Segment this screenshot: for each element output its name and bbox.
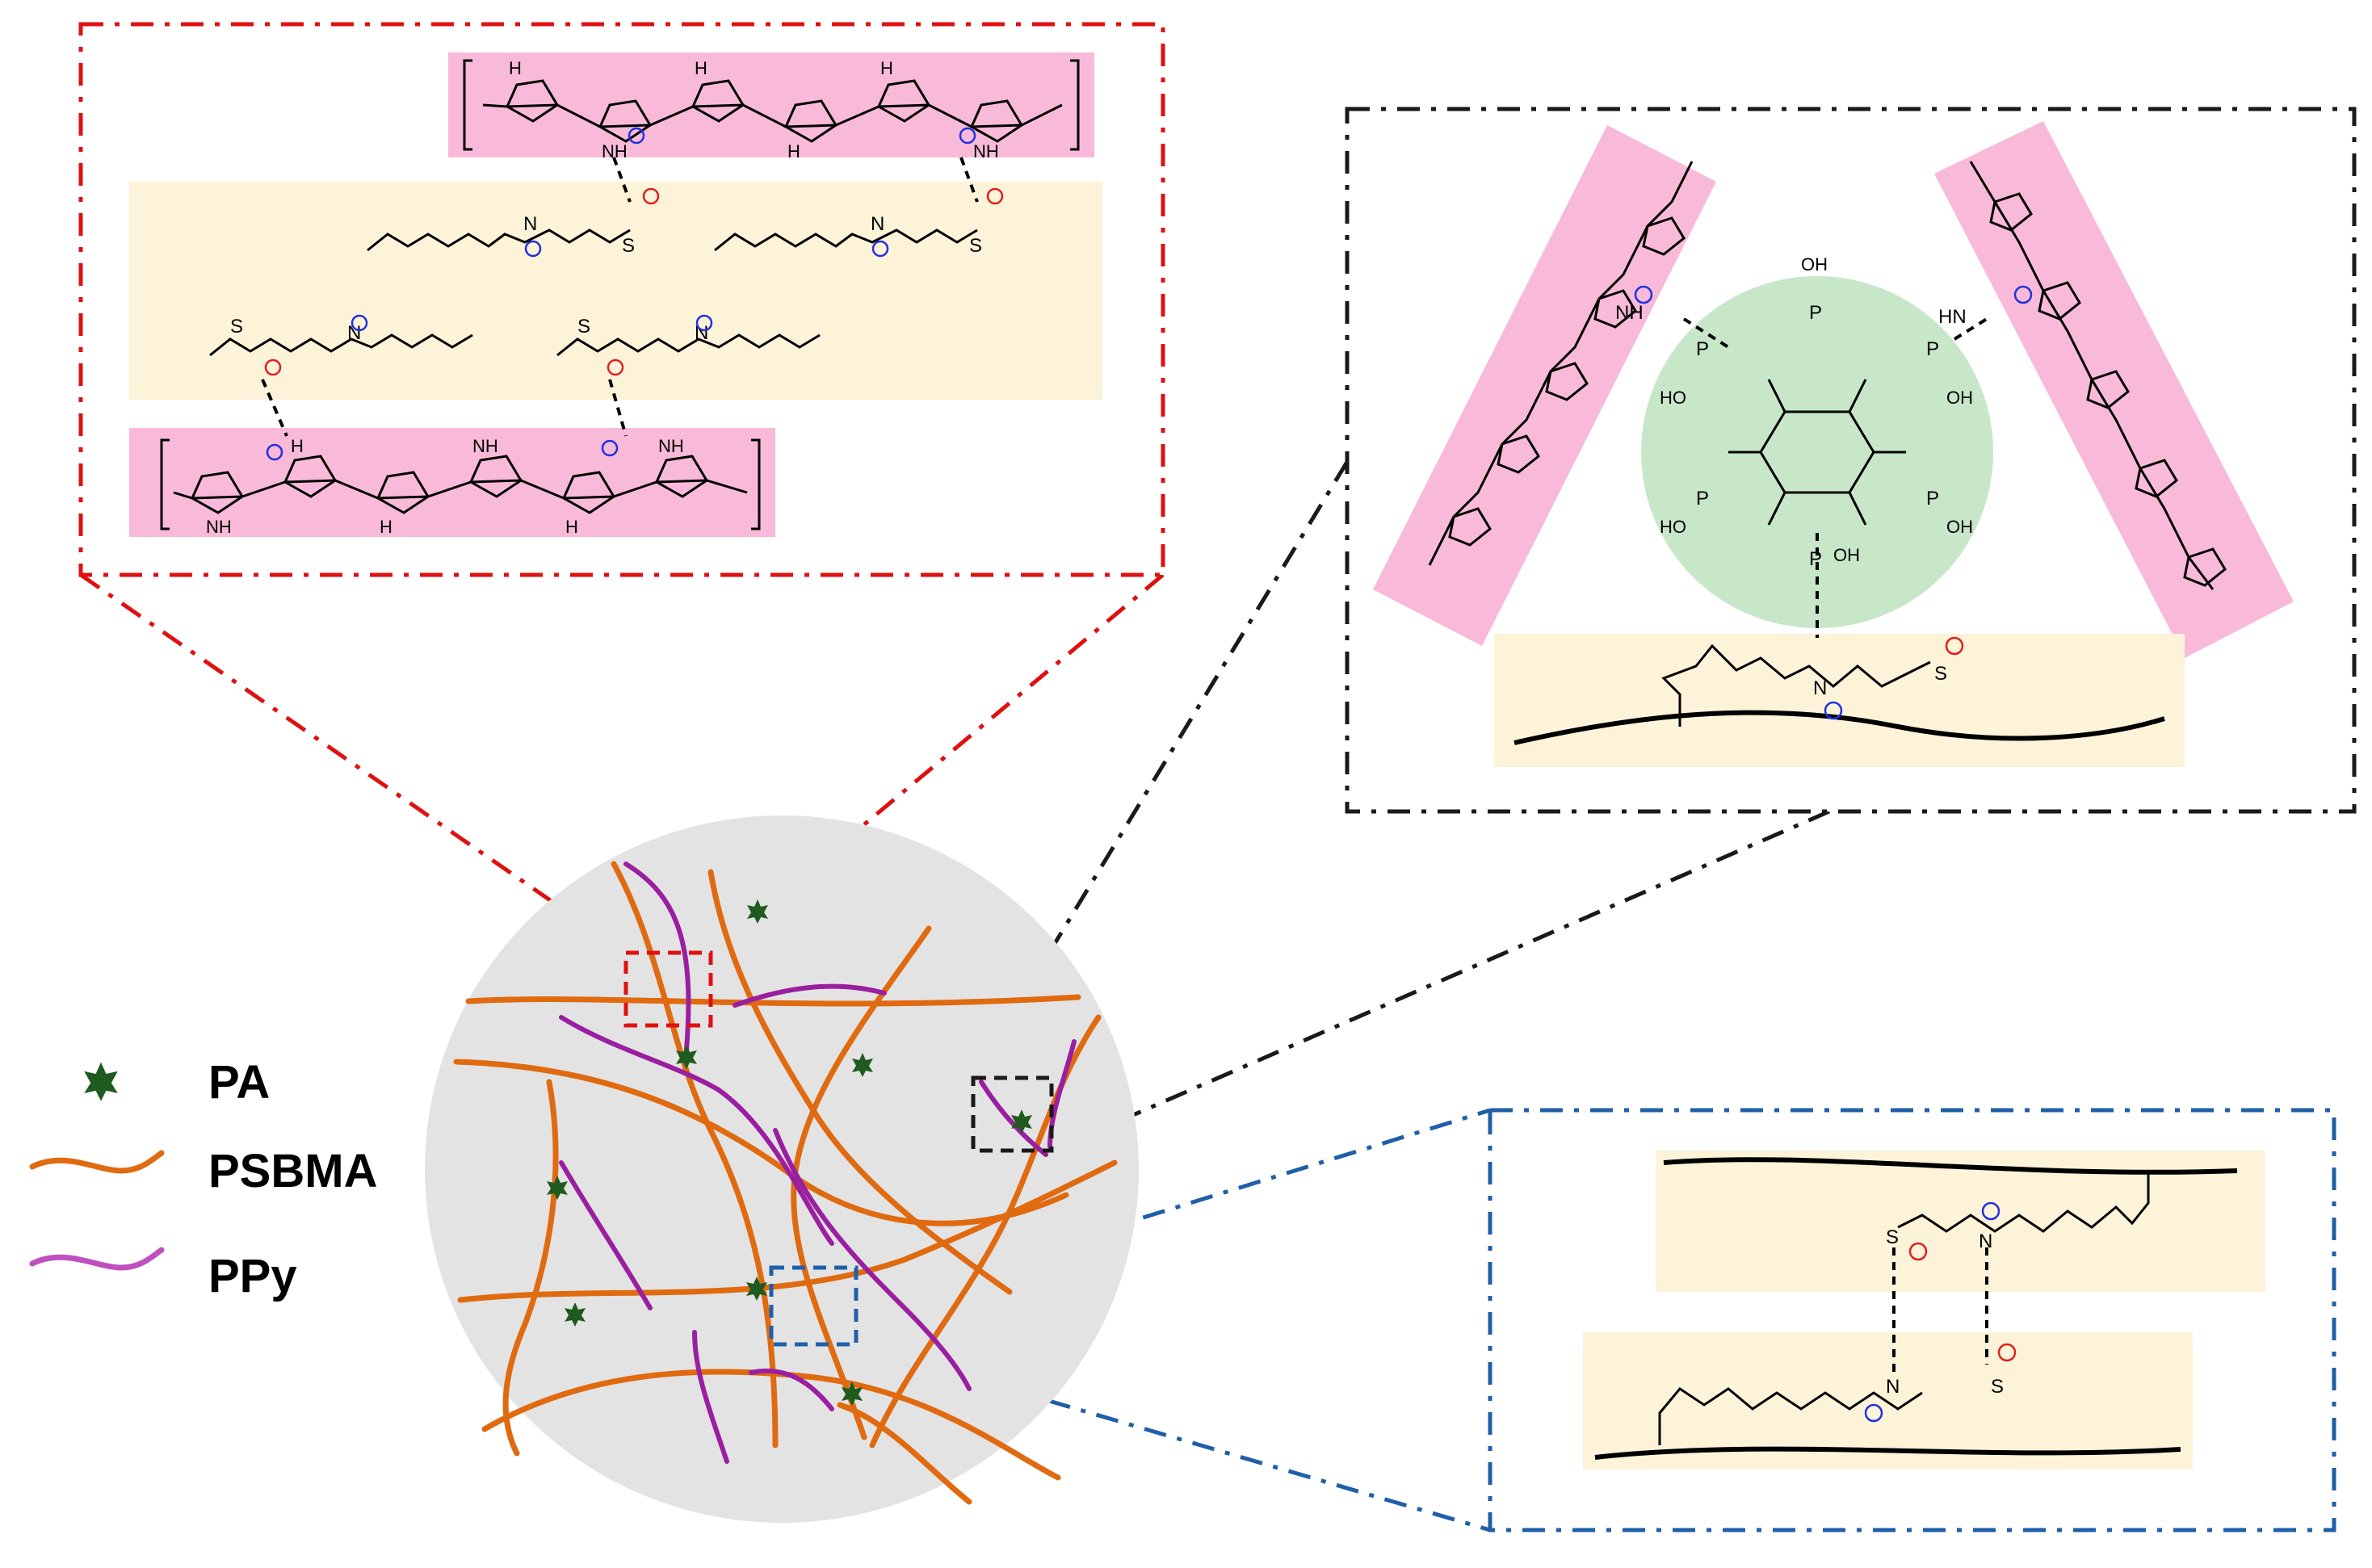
ho-label: HO <box>1660 388 1686 408</box>
s-label: S <box>969 235 982 257</box>
psbma-pair <box>1594 1157 2238 1460</box>
pa-markers <box>547 899 1032 1406</box>
h-label: H <box>565 517 578 537</box>
positive-charge-icon <box>695 314 713 332</box>
positive-charge-icon <box>1864 1403 1883 1423</box>
red-inset: H NH H H H NH N N N N S S S S <box>78 22 1165 577</box>
positive-charge-icon <box>524 240 542 258</box>
h-label: H <box>509 58 522 78</box>
blue-inset: N S N S <box>1488 1108 2336 1532</box>
n-label: N <box>1813 677 1827 699</box>
positive-charge-icon <box>266 443 283 461</box>
h-label: H <box>380 517 393 537</box>
ppy-chains <box>559 862 1077 1464</box>
psbma-chain-black <box>1513 644 2165 745</box>
h-label: H <box>291 436 304 456</box>
psbma-band-black <box>1494 634 2185 767</box>
oh-label: OH <box>1946 517 1973 537</box>
black-connector-bottom <box>1051 809 1830 1153</box>
black-inset: NH HN P P P P P P OH HO OH HO OH OH <box>1345 107 2357 814</box>
psbma-legend-icon <box>29 1150 165 1174</box>
negative-charge-icon <box>1997 1343 2017 1362</box>
positive-charge-icon <box>628 127 645 145</box>
positive-charge-icon <box>1981 1201 2000 1221</box>
oh-label: OH <box>1801 254 1828 275</box>
pa-star <box>747 899 768 924</box>
positive-charge-icon <box>1634 285 1653 304</box>
nh-label: NH <box>1615 302 1644 324</box>
pa-legend-icon <box>84 1062 118 1101</box>
negative-charge-icon <box>1908 1242 1928 1261</box>
positive-charge-icon <box>1824 701 1843 720</box>
ppy-chain-top <box>463 59 1080 151</box>
oh-label: OH <box>1946 388 1973 408</box>
hn-label: HN <box>1938 306 1967 328</box>
p-label: P <box>1926 488 1939 509</box>
ppy-legend-icon <box>29 1247 165 1271</box>
red-zoom-marker <box>623 950 713 1028</box>
psbma-band <box>129 182 1102 400</box>
nh-label: NH <box>206 517 232 537</box>
red-connector-left <box>79 572 628 955</box>
legend-label-psbma: PSBMA <box>208 1145 377 1197</box>
negative-charge-icon <box>607 358 624 376</box>
polymer-network <box>425 815 1139 1523</box>
pa-star <box>746 1277 767 1301</box>
blue-zoom-marker <box>769 1265 859 1347</box>
negative-charge-icon <box>986 187 1004 205</box>
negative-charge-icon <box>1945 636 1964 656</box>
p-label: P <box>1926 338 1939 360</box>
p-label: P <box>1809 548 1822 570</box>
h-label: H <box>787 141 800 161</box>
pa-star <box>1011 1109 1032 1134</box>
black-connector-top <box>971 460 1350 1080</box>
legend-label-pa: PA <box>208 1056 270 1109</box>
p-label: P <box>1696 488 1709 509</box>
positive-charge-icon <box>351 314 368 332</box>
s-label: S <box>230 316 243 337</box>
n-label: N <box>871 213 884 235</box>
ppy-band-right <box>1934 121 2294 658</box>
s-label: S <box>577 316 590 337</box>
ppy-chain-left <box>1428 161 1694 566</box>
pa-star <box>547 1176 568 1200</box>
ppy-chain-bottom <box>160 438 761 530</box>
p-label: P <box>1696 338 1709 360</box>
s-label: S <box>1991 1376 2004 1398</box>
positive-charge-icon <box>601 439 619 457</box>
phytic-acid <box>1682 317 1988 638</box>
pa-disk <box>1641 276 1993 628</box>
positive-charge-icon <box>2013 285 2033 304</box>
psbma-sidechains-red <box>209 157 979 437</box>
black-zoom-marker <box>971 1075 1054 1153</box>
negative-charge-icon <box>264 358 282 376</box>
pa-star <box>565 1302 586 1327</box>
nh-label: NH <box>472 436 498 456</box>
oh-label: OH <box>1833 545 1860 565</box>
pa-star <box>842 1381 863 1406</box>
n-label: N <box>1886 1376 1900 1398</box>
legend: PA PSBMA PPy <box>29 1056 377 1302</box>
legend-label-ppy: PPy <box>208 1250 297 1302</box>
h-label: H <box>695 58 707 78</box>
s-label: S <box>622 235 635 257</box>
ho-label: HO <box>1660 517 1686 537</box>
nh-label: NH <box>658 436 684 456</box>
n-label: N <box>523 213 537 235</box>
positive-charge-icon <box>871 240 889 258</box>
s-label: S <box>1934 663 1947 685</box>
s-label: S <box>1886 1226 1899 1248</box>
h-label: H <box>880 58 893 78</box>
negative-charge-icon <box>642 187 660 205</box>
positive-charge-icon <box>959 127 976 145</box>
n-label: N <box>1979 1231 1992 1252</box>
n-label: N <box>347 322 361 344</box>
p-label: P <box>1809 302 1822 324</box>
nh-label: NH <box>973 141 999 161</box>
ppy-chain-right <box>1969 161 2227 590</box>
pa-star <box>676 1045 697 1069</box>
pa-star <box>852 1053 873 1077</box>
